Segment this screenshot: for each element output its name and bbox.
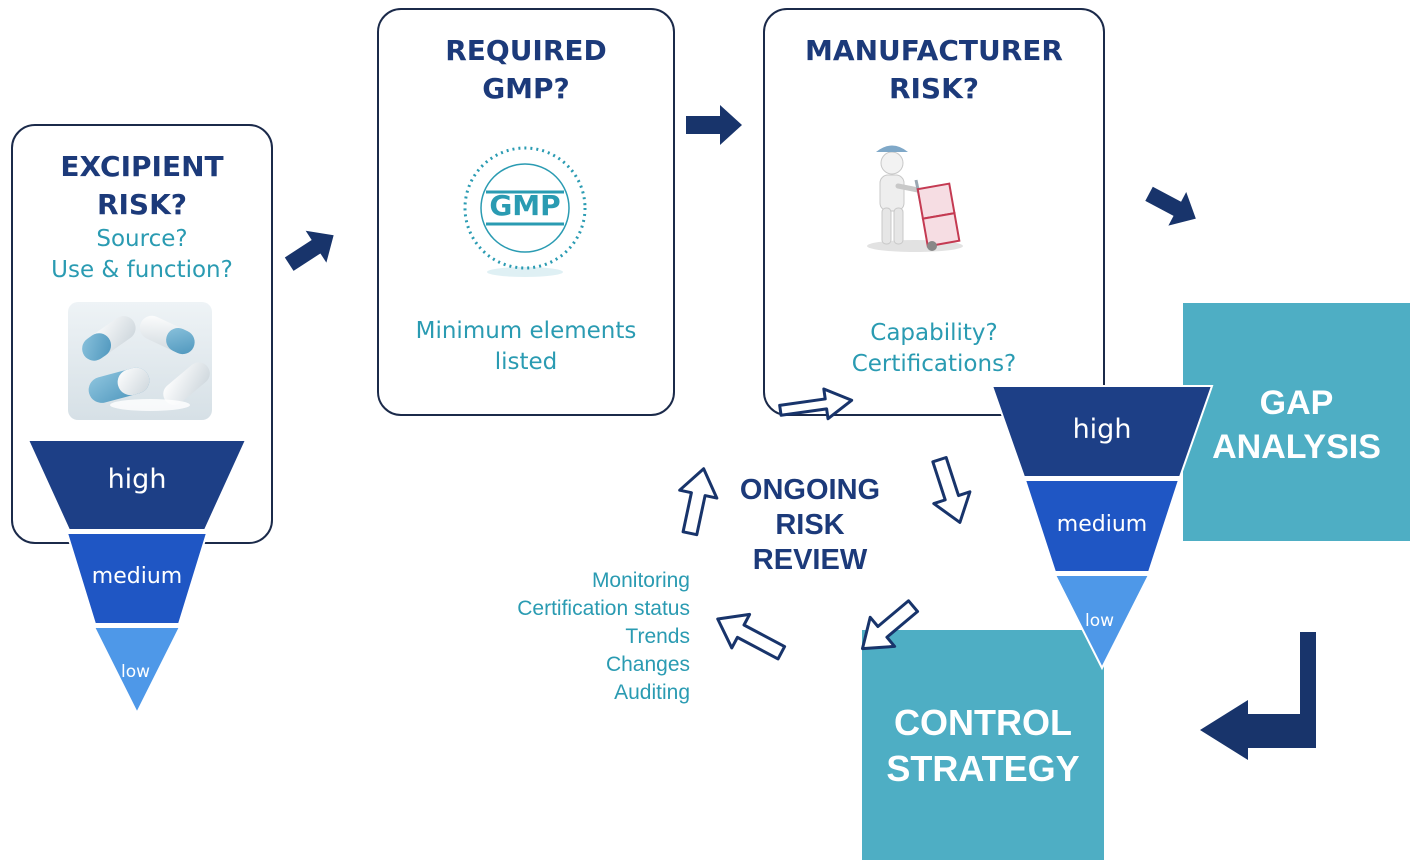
cycle-arrow-icon [860, 599, 920, 651]
excipient-risk-funnel [26, 439, 248, 716]
funnel-low-level [92, 626, 182, 716]
list-item: Trends [625, 625, 690, 648]
flow-arrows [284, 105, 1316, 760]
review-activities-list: Monitoring Certification status Trends C… [517, 567, 690, 707]
review-cycle-arrows [678, 387, 972, 661]
list-item: Changes [605, 653, 690, 676]
list-item: Auditing [614, 681, 690, 704]
excipient-risk-questions: Source? Use & function? [13, 224, 271, 286]
arrow-right-icon [1145, 186, 1196, 226]
cycle-arrow-icon [678, 467, 719, 537]
excipient-low-label: low [121, 662, 151, 682]
funnel-low-level [1053, 574, 1151, 671]
excipient-risk-title: EXCIPIENT RISK? [60, 150, 224, 221]
cycle-arrow-icon [778, 387, 854, 421]
excipient-high-label: high [107, 464, 167, 495]
delivery-worker-image [867, 145, 963, 252]
gmp-seal-label: GMP [489, 189, 561, 222]
required-gmp-card: REQUIRED GMP? Minimum elements listed [377, 8, 675, 416]
gmp-seal-icon [463, 146, 587, 277]
list-item: Certification status [517, 597, 690, 620]
control-strategy-box: CONTROL STRATEGY [862, 630, 1104, 860]
funnel-high-level [26, 439, 248, 531]
gmp-subtitle: Minimum elements listed [415, 318, 637, 375]
manufacturer-risk-funnel [990, 385, 1214, 671]
cycle-arrow-icon [716, 612, 787, 661]
use-function-question: Use & function? [51, 257, 233, 283]
certifications-question: Certifications? [851, 351, 1017, 377]
arrow-right-icon [284, 230, 334, 271]
funnel-medium-level [65, 532, 209, 625]
gap-analysis-box: GAP ANALYSIS [1183, 303, 1410, 541]
manufacturer-risk-title: MANUFACTURER RISK? [805, 34, 1063, 105]
manufacturer-low-label: low [1085, 611, 1115, 631]
manufacturer-high-label: high [1072, 414, 1132, 445]
excipient-medium-label: medium [91, 564, 183, 589]
funnel-high-level [990, 385, 1214, 478]
manufacturer-risk-card: MANUFACTURER RISK? Capability? Certifica… [763, 8, 1105, 416]
manufacturer-questions: Capability? Certifications? [765, 318, 1103, 380]
list-item: Monitoring [591, 569, 690, 592]
arrow-right-icon [686, 105, 742, 145]
ongoing-risk-review-title: ONGOING RISK REVIEW [739, 474, 881, 576]
funnel-medium-level [1023, 479, 1181, 573]
cycle-arrow-icon [931, 456, 972, 524]
arrow-turn-left-icon [1200, 632, 1316, 760]
required-gmp-title: REQUIRED GMP? [445, 34, 607, 105]
capability-question: Capability? [870, 320, 998, 346]
capsules-image [68, 302, 212, 420]
source-question: Source? [96, 226, 188, 252]
manufacturer-medium-label: medium [1056, 512, 1148, 537]
